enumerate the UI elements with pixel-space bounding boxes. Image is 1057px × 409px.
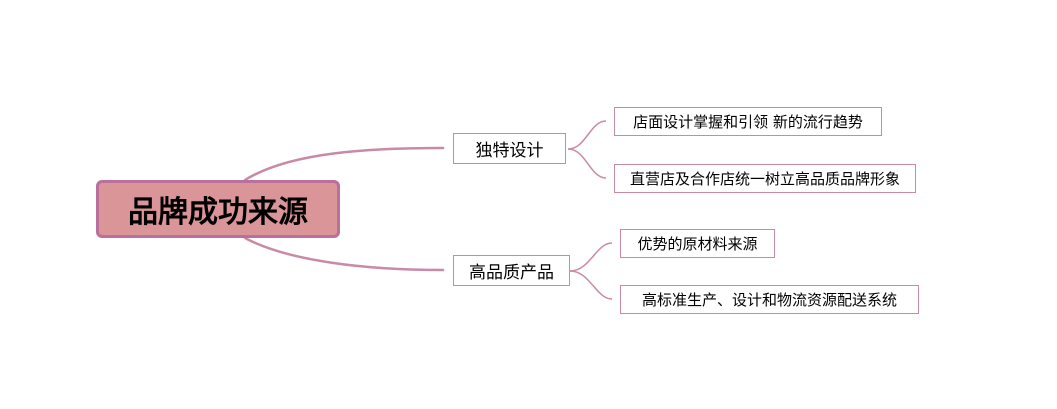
- connector-quality-to-leaf-2: [569, 270, 613, 300]
- leaf-raw-material-source[interactable]: 优势的原材料来源: [620, 229, 775, 258]
- connector-design-to-leaf-2: [567, 148, 607, 179]
- branch-unique-design[interactable]: 独特设计: [453, 133, 566, 164]
- leaf-production-logistics-system[interactable]: 高标准生产、设计和物流资源配送系统: [620, 285, 919, 314]
- root-topic[interactable]: 品牌成功来源: [96, 180, 340, 238]
- leaf-unified-brand-image[interactable]: 直营店及合作店统一树立高品质品牌形象: [614, 164, 916, 193]
- connector-quality-to-leaf-1: [569, 242, 613, 272]
- branch-high-quality-products[interactable]: 高品质产品: [453, 255, 570, 286]
- leaf-store-design-trend[interactable]: 店面设计掌握和引领 新的流行趋势: [614, 107, 882, 136]
- connector-root-to-quality: [243, 236, 445, 272]
- connector-root-to-design: [243, 146, 445, 182]
- connector-design-to-leaf-1: [567, 120, 607, 150]
